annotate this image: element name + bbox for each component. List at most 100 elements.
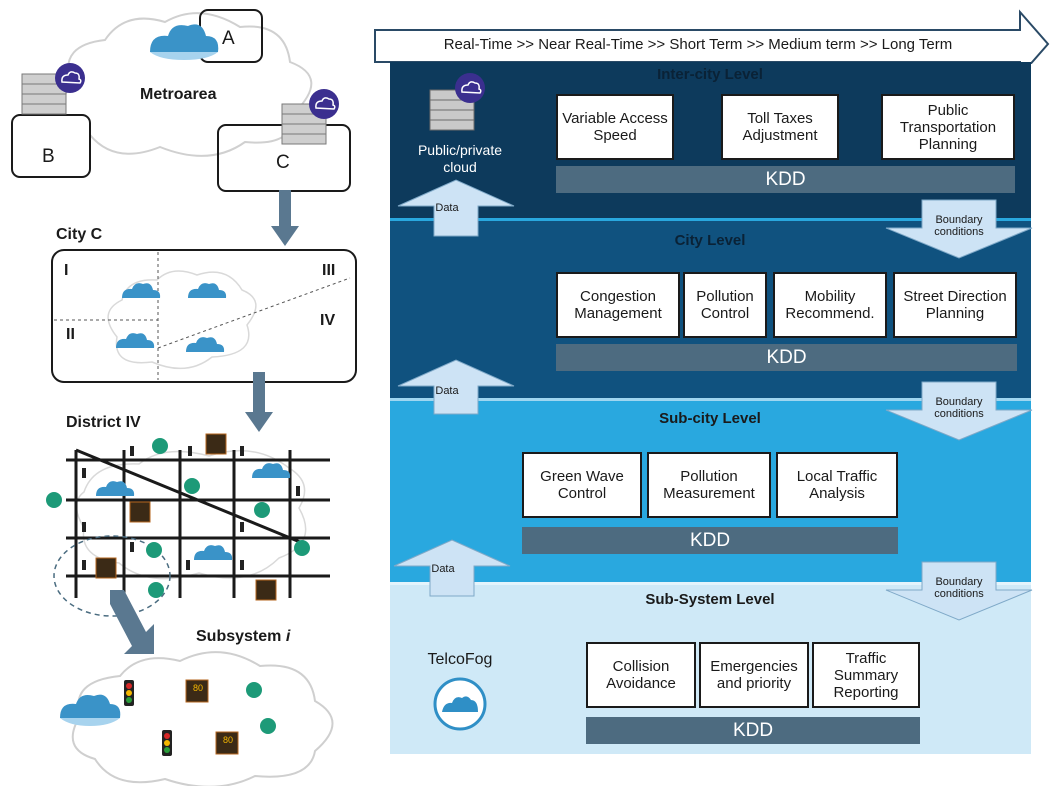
- boundary-down-arrow: [885, 561, 1033, 621]
- traffic-light-icon: [124, 680, 134, 706]
- server-icon: [281, 103, 327, 145]
- function-mobility-recommend: Mobility Recommend.: [773, 272, 887, 338]
- district-iv-title: District IV: [66, 414, 141, 431]
- data-arrow-label: Data: [435, 202, 459, 214]
- speed-sign-icon: [255, 579, 277, 601]
- zoom-arrow: [110, 590, 154, 654]
- traffic-light-icon: [296, 486, 300, 496]
- subsystem-cloud: [60, 651, 334, 786]
- cloud-badge-icon: [55, 63, 85, 93]
- function-congestion-management: Congestion Management: [556, 272, 680, 338]
- boundary-label: Boundary conditions: [934, 396, 984, 420]
- data-arrow-label: Data: [435, 385, 459, 397]
- traffic-light-icon: [240, 446, 244, 456]
- speed-sign-value: 80: [222, 735, 233, 745]
- direction-arrow-icon: [184, 478, 200, 494]
- node-b-label: B: [42, 146, 55, 167]
- traffic-light-icon: [162, 730, 172, 756]
- city-c-title: City C: [56, 226, 103, 243]
- subsystem-title: Sub-System Level: [645, 591, 775, 608]
- function-emergencies-priority: Emergencies and priority: [699, 642, 809, 708]
- speed-sign-icon: [185, 679, 209, 703]
- quadrant-i: I: [64, 262, 69, 279]
- direction-arrow-icon: [46, 492, 62, 508]
- direction-arrow-icon: [246, 682, 262, 698]
- traffic-light-icon: [82, 522, 86, 532]
- cloud-icon: [186, 337, 225, 352]
- direction-arrow-icon: [148, 582, 164, 598]
- cloud-icon: [150, 24, 219, 60]
- boundary-label: Boundary conditions: [934, 214, 984, 238]
- subcity-title: Sub-city Level: [659, 410, 761, 427]
- kdd-bar: KDD: [586, 717, 920, 744]
- direction-arrow-icon: [260, 718, 276, 734]
- subsystem-title: Subsystem i: [196, 628, 291, 645]
- cloud-icon: [122, 283, 161, 298]
- direction-arrow-icon: [254, 502, 270, 518]
- function-street-direction-planning: Street Direction Planning: [893, 272, 1017, 338]
- traffic-light-icon: [240, 522, 244, 532]
- cloud-icon: [194, 545, 233, 560]
- band-divider: [390, 218, 1031, 221]
- kdd-bar: KDD: [556, 166, 1015, 193]
- traffic-light-icon: [130, 542, 134, 552]
- band-divider: [390, 582, 1031, 585]
- direction-arrow-icon: [152, 438, 168, 454]
- function-traffic-summary-reporting: Traffic Summary Reporting: [812, 642, 920, 708]
- direction-arrow-icon: [294, 540, 310, 556]
- traffic-light-icon: [82, 468, 86, 478]
- kdd-bar: KDD: [522, 527, 898, 554]
- band-divider: [390, 398, 1031, 401]
- node-c-label: C: [276, 152, 290, 173]
- cloud-icon: [188, 283, 227, 298]
- function-variable-access-speed: Variable Access Speed: [556, 94, 674, 160]
- data-up-arrow: [397, 359, 515, 415]
- quadrant-iv: IV: [320, 312, 336, 329]
- function-local-traffic-analysis: Local Traffic Analysis: [776, 452, 898, 518]
- metroarea-illustration: [11, 9, 351, 192]
- speed-sign-icon: [205, 433, 227, 455]
- function-toll-taxes-adjustment: Toll Taxes Adjustment: [721, 94, 839, 160]
- zoom-arrow: [271, 190, 299, 246]
- city-title: City Level: [674, 232, 746, 249]
- function-pollution-control: Pollution Control: [683, 272, 767, 338]
- district-grid: [46, 433, 330, 617]
- timeline-arrow: [374, 9, 1050, 64]
- traffic-light-icon: [240, 560, 244, 570]
- fog-cloud-icon: [433, 677, 487, 731]
- function-pollution-measurement: Pollution Measurement: [647, 452, 771, 518]
- fog-label: TelcoFog: [427, 651, 493, 668]
- speed-sign-value: 80: [192, 683, 203, 693]
- boundary-down-arrow: [885, 381, 1033, 441]
- speed-sign-icon: [95, 557, 117, 579]
- speed-sign-icon: [129, 501, 151, 523]
- cloud-icon: [60, 694, 121, 726]
- traffic-light-icon: [130, 446, 134, 456]
- traffic-light-icon: [188, 446, 192, 456]
- speed-sign-icon: [215, 731, 239, 755]
- boundary-down-arrow: [885, 199, 1033, 259]
- cloud-icon: [252, 463, 291, 478]
- quadrant-iii: III: [322, 262, 336, 279]
- quadrant-ii: II: [66, 326, 75, 343]
- traffic-light-icon: [186, 560, 190, 570]
- data-arrow-label: Data: [431, 563, 455, 575]
- direction-arrow-icon: [146, 542, 162, 558]
- traffic-light-icon: [82, 560, 86, 570]
- data-up-arrow: [393, 539, 511, 597]
- function-public-transportation-planning: Public Transportation Planning: [881, 94, 1015, 160]
- kdd-bar: KDD: [556, 344, 1017, 371]
- cloud-icon: [96, 481, 135, 496]
- node-a-label: A: [222, 28, 235, 49]
- timeline-label: Real-Time >> Near Real-Time >> Short Ter…: [443, 36, 953, 53]
- server-cloud-icon: [429, 73, 485, 131]
- function-green-wave-control: Green Wave Control: [522, 452, 642, 518]
- cloud-badge-icon: [309, 89, 339, 119]
- boundary-label: Boundary conditions: [934, 576, 984, 600]
- metroarea-label: Metroarea: [140, 86, 217, 103]
- city-map: [51, 249, 357, 383]
- zoom-arrow: [245, 372, 273, 432]
- function-collision-avoidance: Collision Avoidance: [586, 642, 696, 708]
- intercity-title: Inter-city Level: [657, 66, 763, 83]
- cloud-label: Public/private cloud: [417, 142, 503, 175]
